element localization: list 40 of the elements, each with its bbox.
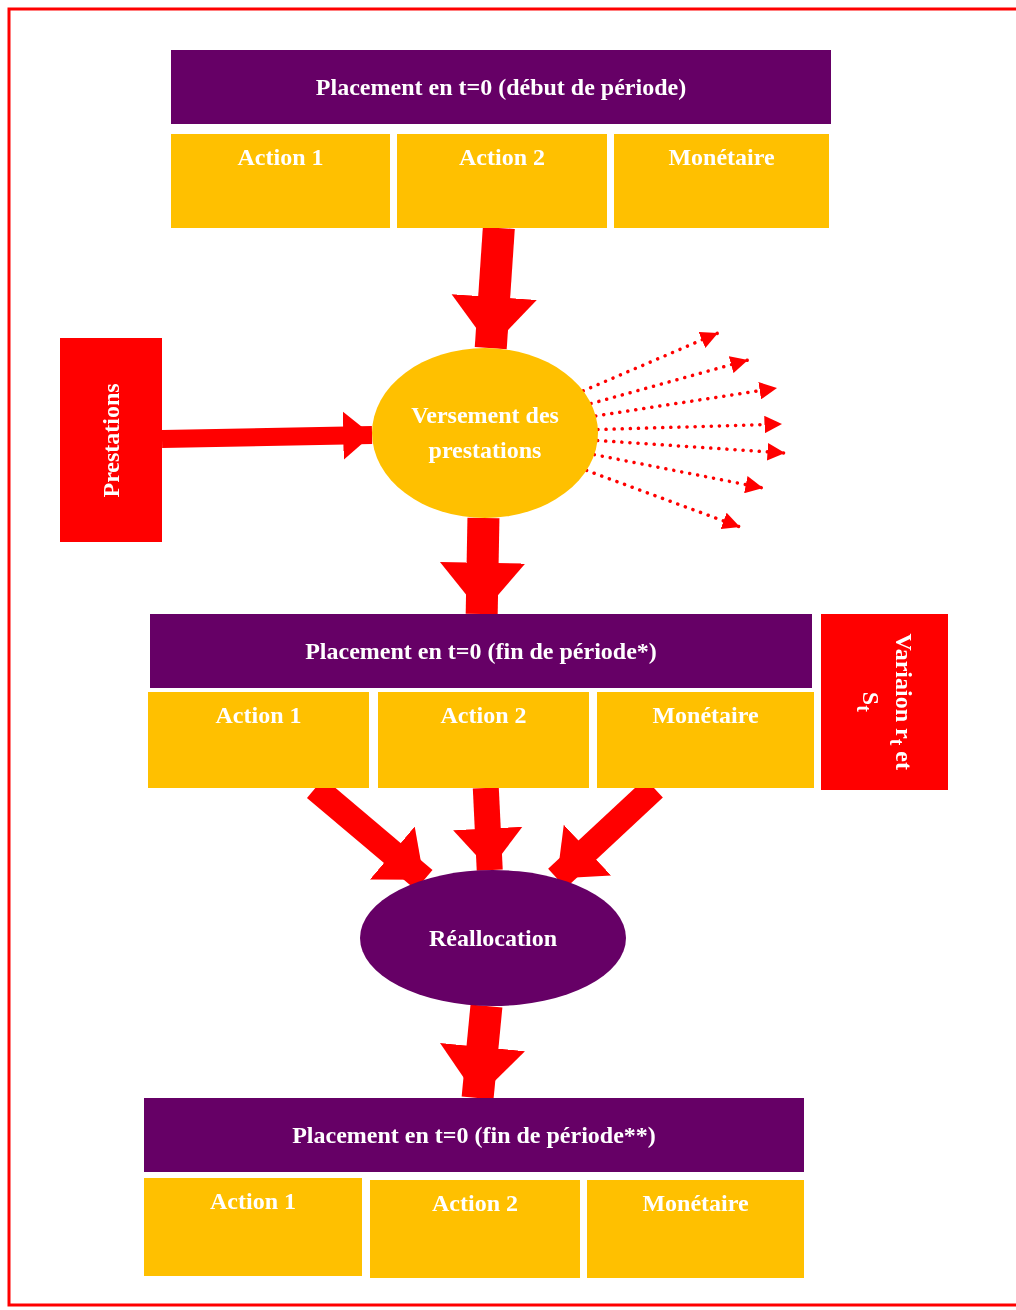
node-label: Placement en t=0 (fin de période**) [292,1121,656,1149]
node-label: Prestations [96,381,125,500]
dotted-arrow [589,356,750,406]
node-label: Réallocation [429,923,557,953]
dotted-arrow [596,415,784,434]
node-label: Action 2 [432,1190,518,1217]
node-label: Monétaire [652,702,759,729]
node-label: Placement en t=0 (début de période) [315,73,687,101]
block-arrow [453,787,523,871]
process-box [144,1098,804,1172]
block-arrow [440,1004,525,1100]
process-box [148,692,369,788]
node-label: Monétaire [668,144,775,171]
process-box [821,614,948,790]
process-box [370,1180,580,1278]
block-arrow [161,411,373,460]
process-box [597,692,814,788]
process-box [587,1180,804,1278]
node-label: Versement des prestations [410,401,560,465]
dotted-arrow [584,468,742,530]
node-label: Monétaire [642,1190,749,1217]
process-box [60,338,162,542]
process-box [171,50,831,124]
process-box [397,134,607,228]
process-box [144,1178,362,1276]
node-label: Action 1 [215,702,302,729]
dotted-arrow [595,438,787,461]
node-label: Action 2 [459,144,545,171]
block-arrow [439,517,526,615]
dotted-arrow [592,452,765,494]
dotted-arrow [581,331,720,393]
node-label: Placement en t=0 (fin de période*) [305,637,657,665]
process-box [171,134,390,228]
node-label: Action 2 [440,702,527,729]
process-box [150,614,812,688]
process-box [378,692,589,788]
process-box [614,134,829,228]
node-label: Action 1 [237,144,324,171]
node-label: Action 1 [210,1188,296,1215]
block-arrow [451,226,537,350]
